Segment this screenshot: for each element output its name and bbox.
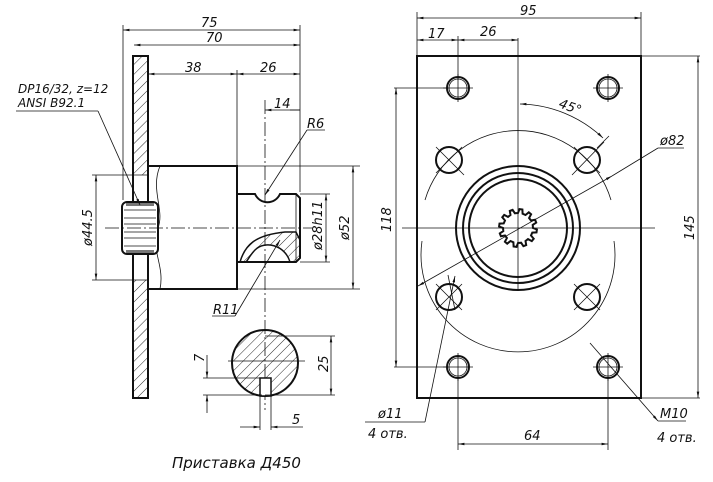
drawing-title: Приставка Д450 xyxy=(172,454,301,472)
dim-shaft-length: 26 xyxy=(260,61,277,76)
mounting-hole xyxy=(593,353,623,381)
mounting-hole xyxy=(593,74,623,102)
dim-cutout-radius: R11 xyxy=(213,303,239,318)
dim-groove-offset: 14 xyxy=(274,97,291,112)
dim-bolt-circle: ø82 xyxy=(659,134,685,149)
dim-plate-width: 95 xyxy=(520,4,537,19)
dim-overall-length: 75 xyxy=(201,16,218,31)
dim-hole-horizontal-spacing: 64 xyxy=(524,429,541,444)
output-shaft xyxy=(237,193,301,263)
hole-note-diameter: ø11 xyxy=(377,407,403,422)
side-view: 75 70 38 26 14 R6 R11 ø28h11 ø52 ø44.5 7… xyxy=(16,16,360,430)
spline-note-line1: DP16/32, z=12 xyxy=(18,82,108,96)
dim-plate-height: 145 xyxy=(683,215,698,240)
dim-key-depth: 7 xyxy=(193,353,208,362)
threaded-hole xyxy=(435,146,465,176)
thread-note-count: 4 отв. xyxy=(657,431,697,446)
front-view: 95 17 26 45° ø82 118 145 64 ø11 4 отв. M… xyxy=(365,4,700,450)
dim-section-diameter: 25 xyxy=(317,355,332,372)
thread-note-size: M10 xyxy=(660,407,688,422)
dim-groove-radius: R6 xyxy=(307,117,324,132)
spline-note-line2: ANSI B92.1 xyxy=(17,96,85,110)
mounting-plate xyxy=(416,55,642,399)
dim-body-diameter: ø52 xyxy=(338,216,353,242)
dim-edge-to-hole: 17 xyxy=(428,27,445,42)
threaded-hole xyxy=(571,141,605,176)
mounting-hole xyxy=(443,353,473,381)
threaded-hole xyxy=(573,283,601,311)
dim-hole-vertical-spacing: 118 xyxy=(380,207,395,232)
dim-body-to-shaft: 38 xyxy=(185,61,202,76)
housing-body xyxy=(148,165,238,290)
dim-body-length: 70 xyxy=(206,31,223,46)
hole-note-count: 4 отв. xyxy=(368,427,408,442)
shaft-cross-section xyxy=(228,329,305,397)
dim-key-width: 5 xyxy=(292,413,300,428)
dim-hole-to-center: 26 xyxy=(480,25,497,40)
dim-angle: 45° xyxy=(557,97,584,119)
dim-spline-pilot-diameter: ø44.5 xyxy=(81,209,96,247)
dim-shaft-diameter: ø28h11 xyxy=(311,201,326,251)
